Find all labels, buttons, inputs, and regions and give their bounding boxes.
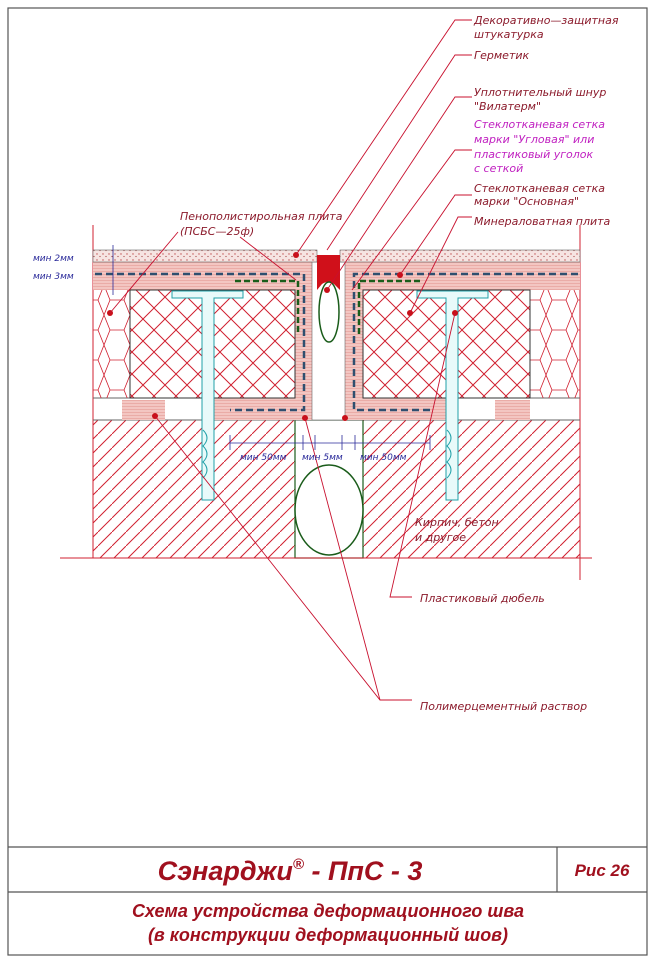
label-base-mesh: Стеклотканевая сетка [474,182,605,195]
caption-line-2: (в конструкции деформационный шов) [148,925,508,945]
adhesive-mortar-right [495,400,530,420]
corner-mesh-left [235,279,300,335]
label-mortar: Полимерцементный раствор [420,700,587,713]
label-decorative-plaster: Декоративно—защитная [473,14,619,27]
drawing-frame [7,7,648,956]
corner-mesh-right [357,279,420,335]
label-corner-mesh-4: с сеткой [474,162,523,175]
label-eps-board-2: (ПСБС—25ф) [180,225,254,238]
decorative-plaster-right [339,249,581,263]
dim-min-50mm-right: мин 50мм [360,453,407,463]
label-corner-mesh-3: пластиковый уголок [474,148,594,161]
label-cord: Уплотнительный шнур [474,86,606,99]
product-title: Сэнарджи® - ПпС - 3 [158,856,423,886]
sealant [317,255,340,290]
eps-board-right [530,290,580,398]
label-decorative-plaster-2: штукатурка [474,28,544,41]
label-eps-board: Пенополистирольная плита [180,210,343,223]
eps-board-left [93,290,130,398]
dim-min-5mm: мин 5мм [302,453,343,463]
leader-lines [109,19,472,701]
base-mesh-right [352,272,578,412]
label-wall-2: и другое [415,531,466,544]
label-cord-2: "Вилатерм" [474,100,541,113]
dim-min-50mm-left: мин 50мм [240,453,287,463]
dowel-left [171,290,244,501]
dimension-lines [112,245,431,450]
label-mineral-wool: Минераловатная плита [474,215,611,228]
base-mesh-left [95,272,306,412]
backer-rod-cord [294,464,364,556]
label-dowel: Пластиковый дюбель [420,592,545,605]
decorative-plaster-left [92,249,318,263]
adhesive-mortar-left [122,400,165,420]
dowel-right [416,290,489,501]
dim-min-2mm: мин 2мм [33,254,74,264]
caption-line-1: Схема устройства деформационного шва [132,901,524,921]
vilaterm-cord [318,281,340,343]
label-corner-mesh: Стеклотканевая сетка [474,118,605,131]
label-wall: Кирпич, бетон [415,516,499,529]
figure-number: Рис 26 [575,861,630,880]
label-corner-mesh-2: марки "Угловая" или [474,133,594,146]
label-sealant: Герметик [474,49,530,62]
label-base-mesh-2: марки "Основная" [474,195,579,208]
dim-min-3mm: мин 3мм [33,272,74,282]
title-block-lines [8,846,647,893]
